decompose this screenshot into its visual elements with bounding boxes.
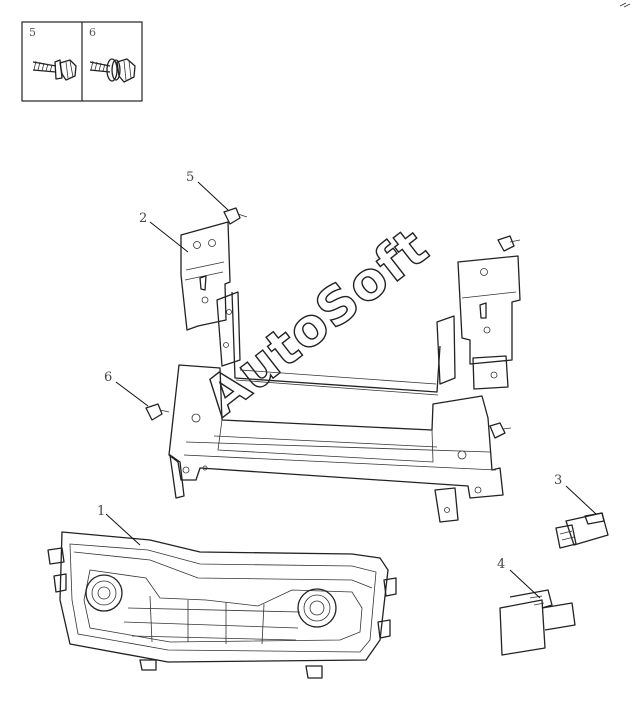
bolt-top-right — [497, 235, 521, 252]
callout-4-label: 4 — [497, 557, 505, 572]
connector — [555, 512, 609, 549]
fastener-inset: 5 6 — [21, 21, 143, 102]
bolt-with-washer-icon — [89, 58, 136, 83]
callout-4: 4 — [497, 557, 541, 599]
callout-1: 1 — [97, 504, 141, 546]
switch — [499, 589, 576, 656]
callout-5: 5 — [186, 170, 229, 211]
watermark: AutoSoft — [193, 217, 440, 428]
inset-label-6: 6 — [89, 26, 96, 39]
callout-1-label: 1 — [97, 504, 105, 519]
bolt-right — [489, 422, 512, 439]
inset-label-5: 5 — [29, 26, 36, 39]
callout-3-label: 3 — [554, 473, 562, 488]
callout-6: 6 — [104, 370, 149, 407]
bolt-left — [145, 403, 170, 421]
callout-6-label: 6 — [104, 370, 112, 385]
ac-control-panel — [47, 531, 397, 679]
callout-3: 3 — [554, 473, 597, 515]
callout-2-label: 2 — [139, 211, 147, 226]
flange-bolt-icon — [32, 59, 77, 81]
corner-mark — [619, 2, 631, 8]
callout-2: 2 — [139, 211, 189, 253]
mounting-bracket — [168, 221, 521, 523]
bolt-top-left — [223, 207, 248, 225]
callout-5-label: 5 — [186, 170, 194, 185]
